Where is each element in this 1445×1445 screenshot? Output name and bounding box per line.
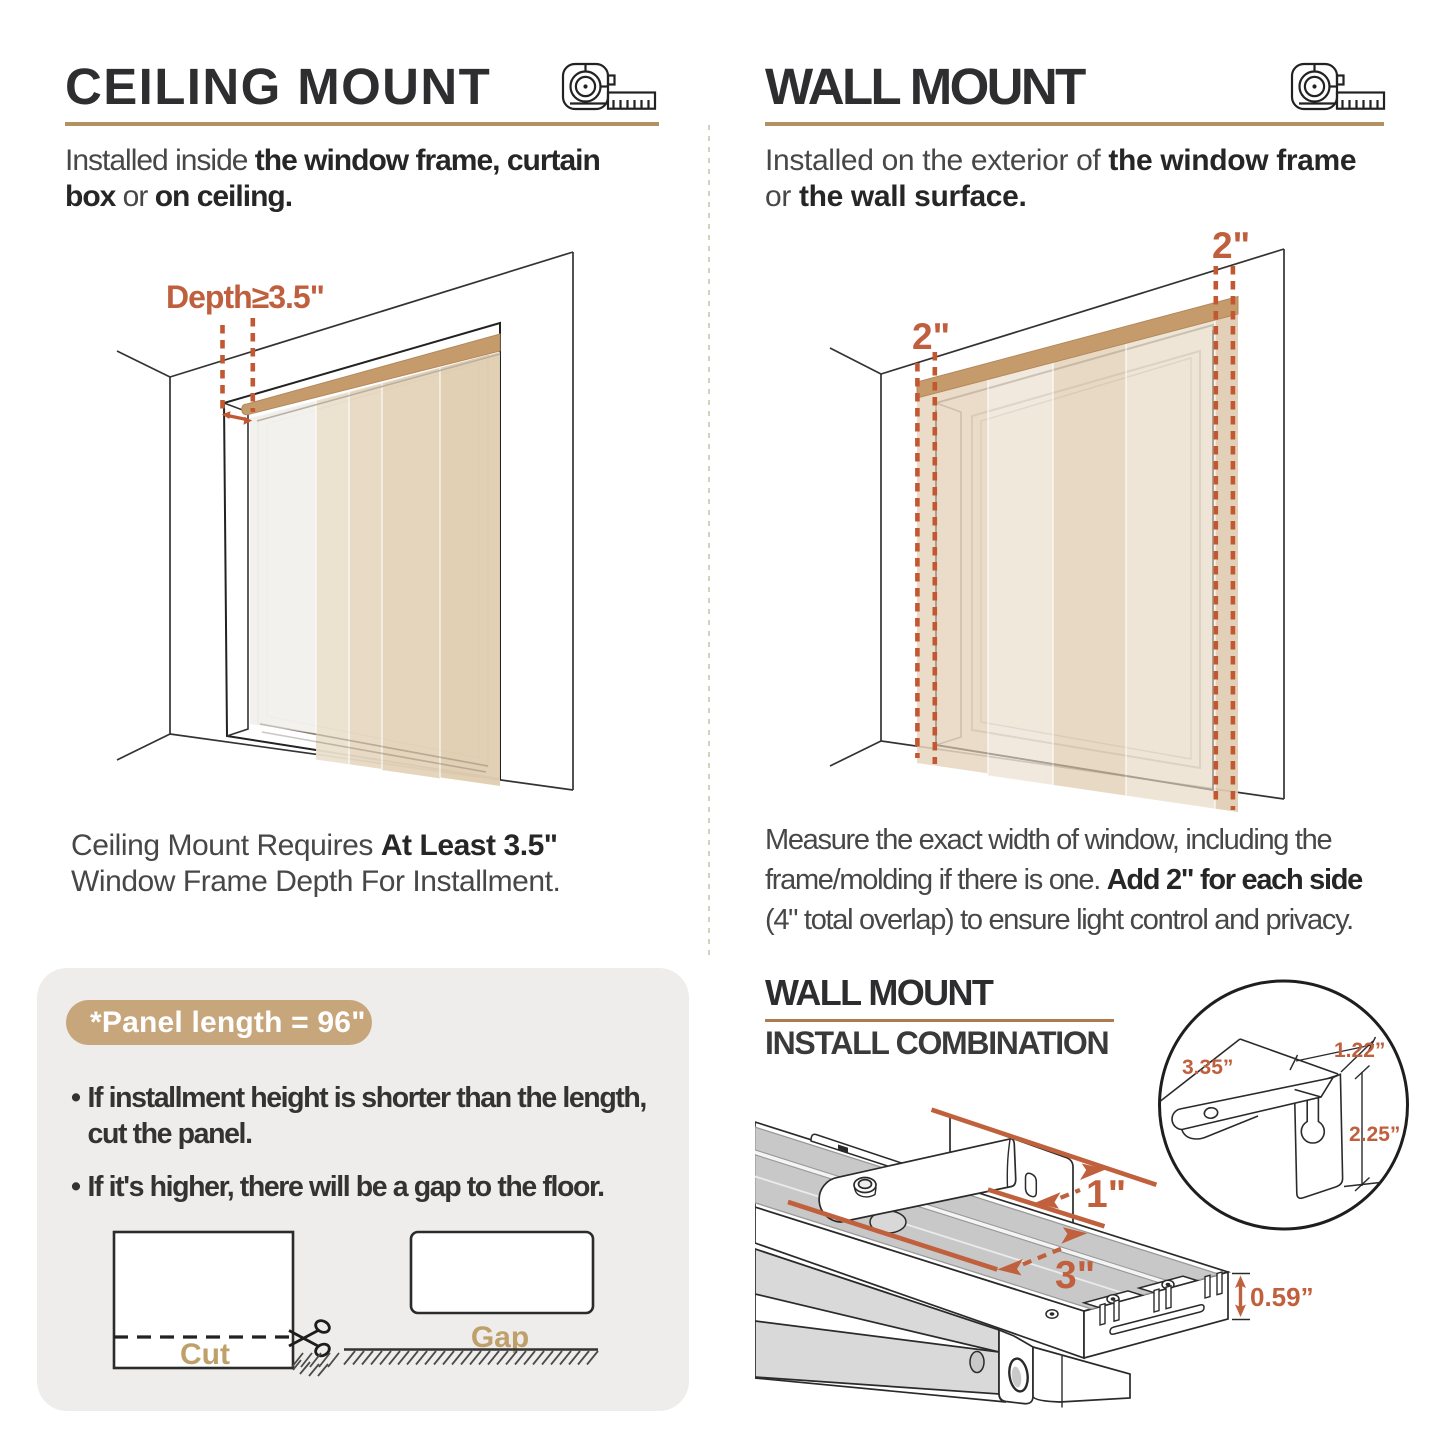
svg-text:2": 2" bbox=[1212, 225, 1250, 266]
svg-text:1.22”: 1.22” bbox=[1334, 1039, 1385, 1062]
svg-text:1": 1" bbox=[1086, 1173, 1126, 1216]
svg-text:3.35”: 3.35” bbox=[1182, 1056, 1233, 1079]
svg-text:Depth≥3.5": Depth≥3.5" bbox=[166, 279, 324, 315]
svg-text:2.25”: 2.25” bbox=[1349, 1123, 1400, 1146]
svg-text:Cut: Cut bbox=[180, 1338, 230, 1371]
svg-text:2": 2" bbox=[912, 316, 950, 357]
svg-text:0.59”: 0.59” bbox=[1250, 1282, 1314, 1312]
svg-text:3": 3" bbox=[1055, 1254, 1095, 1297]
